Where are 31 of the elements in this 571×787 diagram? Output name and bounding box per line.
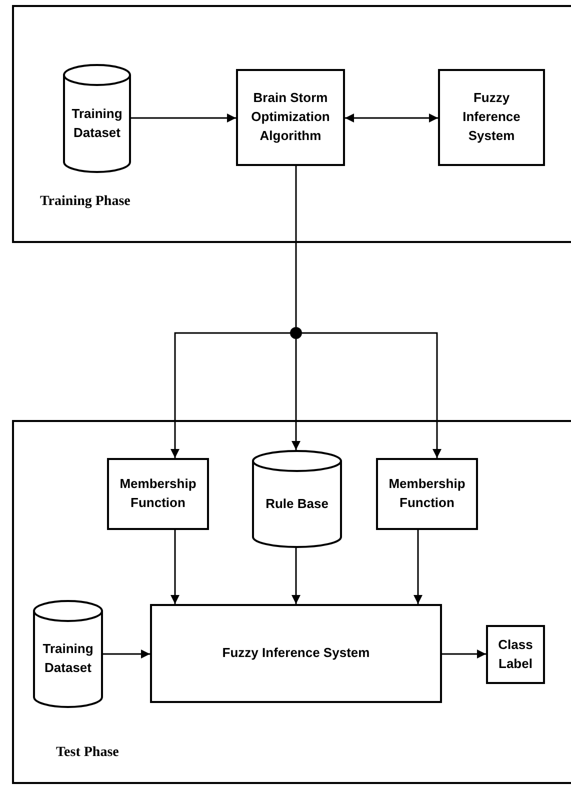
arrow: [442, 650, 486, 658]
node-label: Fuzzy Inference System: [462, 89, 522, 145]
process-box: [486, 625, 545, 684]
node-label: Membership Function: [388, 475, 466, 512]
node-label: Fuzzy Inference System: [222, 644, 370, 662]
node-label: Brain Storm Optimization Algorithm: [250, 89, 331, 145]
arrow: [292, 548, 300, 604]
process-box: [376, 458, 478, 530]
arrow: [103, 650, 150, 658]
junction-dot: [290, 327, 302, 339]
arrow: [170, 530, 180, 604]
phase-label: Test Phase: [56, 745, 119, 761]
process-box: [438, 69, 545, 166]
node-label: Rule Base: [264, 494, 330, 513]
arrow: [131, 114, 236, 122]
node-label: Membership Function: [118, 475, 198, 512]
phase-label: Training Phase: [40, 194, 130, 210]
arrow: [292, 339, 300, 450]
phase-panel: [12, 420, 571, 784]
arrow: [170, 332, 290, 458]
node-label: Training Dataset: [42, 640, 94, 677]
process-box: [107, 458, 209, 530]
connector-line: [295, 166, 297, 327]
arrow: [414, 530, 422, 604]
process-box: [236, 69, 345, 166]
phase-panel: [12, 5, 571, 243]
process-box: [150, 604, 442, 703]
arrow: [345, 114, 438, 122]
arrow: [302, 332, 442, 458]
node-label: Class Label: [497, 636, 534, 672]
node-label: Training Dataset: [70, 104, 124, 142]
